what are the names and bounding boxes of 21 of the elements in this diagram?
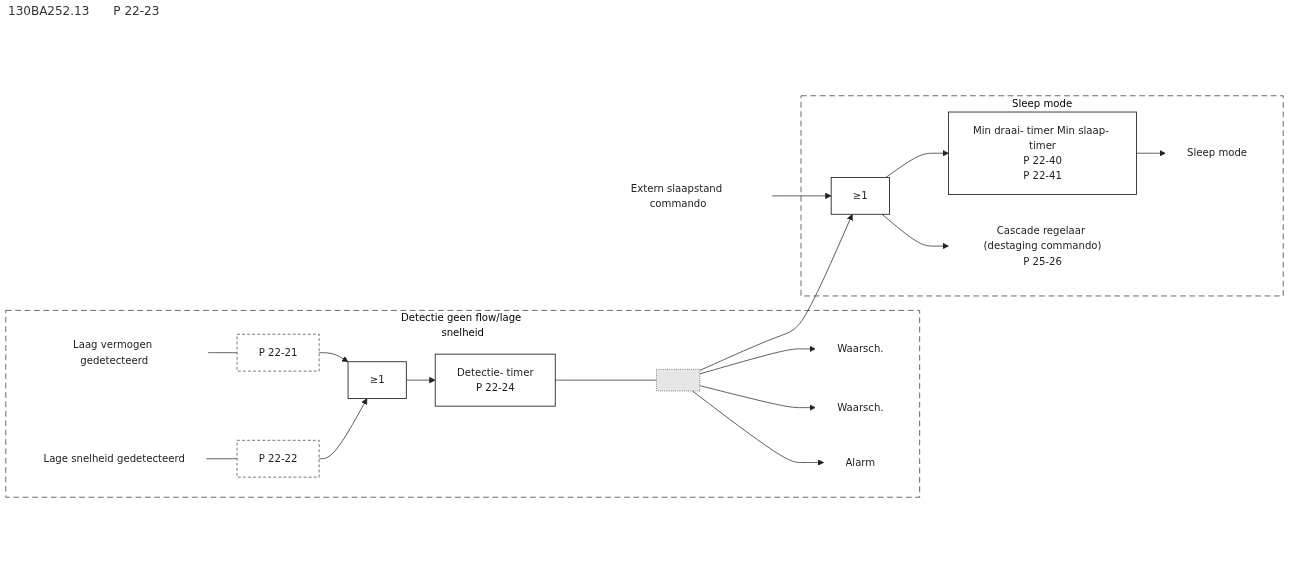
- node-bar: [656, 368, 701, 392]
- node-text: Cascade regelaar (destaging commando): [983, 224, 1102, 252]
- node-box: ≥1: [830, 177, 890, 215]
- node-box: P 22-22: [236, 439, 320, 478]
- node-text: Sleep mode: [1187, 147, 1248, 159]
- note-text: 130BA252.13: [8, 4, 90, 18]
- connector: [207, 352, 238, 354]
- node-box: P 22-21: [236, 333, 320, 372]
- node-text: Laag vermogen gedetecteerd: [73, 338, 153, 366]
- connector: [554, 379, 657, 381]
- node-text: Extern slaapstand commando: [630, 182, 723, 209]
- node-label: P 25-26: [1023, 255, 1062, 267]
- node-box: Detectie- timer P 22-24: [434, 353, 556, 407]
- node-text: Lage snelheid gedetecteerd: [43, 452, 185, 465]
- node-box: ≥1: [347, 361, 407, 399]
- node-text: Alarm: [845, 456, 876, 468]
- note-text: P 22-23: [113, 4, 160, 18]
- node-text: Waarsch.: [837, 342, 884, 355]
- node-text: Waarsch.: [837, 401, 884, 414]
- connector: [206, 458, 238, 460]
- node-box: Min draai- timer Min slaap- timer P 22-40 P 22-41: [948, 111, 1137, 195]
